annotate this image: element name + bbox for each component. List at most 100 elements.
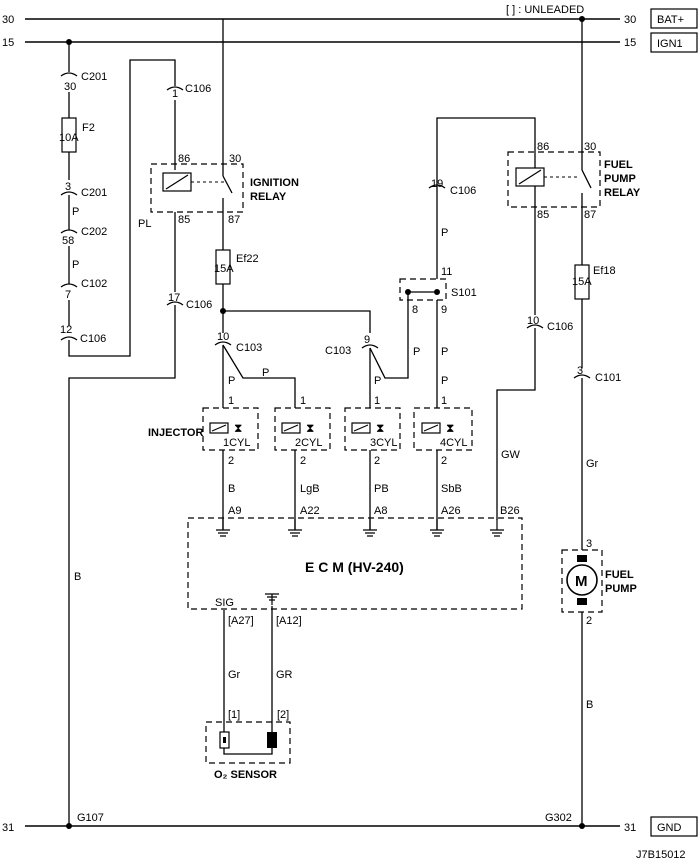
wire-p-col4: P (441, 227, 448, 239)
fuel-pump-pin-2: 2 (586, 615, 592, 627)
c106-left-label: C106 (80, 333, 106, 345)
wire-p-inj1: P (228, 375, 235, 387)
injector-4-pin-top: 1 (441, 395, 447, 407)
ecm-pin-a12: [A12] (276, 615, 302, 627)
fp-relay-label-2: PUMP (604, 173, 636, 185)
wire-gw: GW (501, 449, 521, 461)
wire-lgb: LgB (300, 483, 320, 495)
wire-pb: PB (374, 483, 389, 495)
ign-relay-label-2: RELAY (250, 191, 287, 203)
fp-relay-pin-30: 30 (584, 141, 596, 153)
rail-30-left-label: 30 (2, 14, 14, 26)
rail-31-left-label: 31 (2, 822, 14, 834)
bat-rail: 30 30 BAT+ [ ] : UNLEADED (2, 4, 698, 29)
figure-id: J7B15012 (636, 849, 686, 861)
rail-31-right-label: 31 (624, 822, 636, 834)
o2-pin-2: [2] (277, 709, 289, 721)
fp-relay-pin-85: 85 (537, 209, 549, 221)
wire-p-splice8: P (413, 346, 420, 358)
c106-fp-label: C106 (547, 321, 573, 333)
c106-pin-10: 10 (527, 315, 539, 327)
fuel-pump-motor-icon: M (575, 573, 588, 590)
injector-feeds: 10 C103 P P 9 C103 P P (214, 292, 420, 408)
injector-2-pin-top: 1 (300, 395, 306, 407)
fuse-f2-amp: 10A (59, 132, 79, 144)
c102-pin-7: 7 (65, 289, 71, 301)
injector-1-pin-bottom: 2 (228, 455, 234, 467)
fuel-pump-relay: 86 30 85 87 FUEL PUMP RELAY 10 C106 GW (496, 16, 641, 520)
wire-p-inj4: P (441, 375, 448, 387)
c106-pin-17: 17 (168, 292, 180, 304)
c201-pin-30: 30 (64, 81, 76, 93)
wire-p-inj2: P (262, 367, 269, 379)
injector-nozzle-icon: ⧗ (306, 421, 314, 435)
injector-1-name: 1CYL (223, 437, 251, 449)
ign1-rail: 15 15 IGN1 (2, 32, 698, 53)
ground-rail: 31 31 GND G107 G302 (2, 812, 698, 837)
bat-plus-label: BAT+ (657, 14, 684, 26)
injector-4-pin-bottom: 2 (441, 455, 447, 467)
injector-nozzle-icon: ⧗ (376, 421, 384, 435)
ignition-relay: 1 C106 86 30 85 87 IGNITION RELAY PL 17 … (68, 19, 299, 826)
splice-s101: 11 8 9 S101 P P P 19 C106 (399, 117, 536, 408)
ign-relay-pin-85: 85 (178, 214, 190, 226)
ecm-pin-b26: B26 (500, 505, 520, 517)
o2-sensor-label: O₂ SENSOR (214, 769, 277, 781)
c201-top-label: C201 (81, 71, 107, 83)
o2-sensor: Gr GR [1] [2] O₂ SENSOR (205, 606, 293, 781)
ecm-sig-label: SIG (215, 597, 234, 609)
fuel-pump-label-2: PUMP (605, 583, 637, 595)
fuel-pump-label-1: FUEL (605, 569, 634, 581)
wire-b-ground: B (74, 571, 81, 583)
c202-pin-58: 58 (62, 235, 74, 247)
fp-relay-pin-87: 87 (584, 209, 596, 221)
c106-splice-label: C106 (450, 185, 476, 197)
fp-relay-label-3: RELAY (604, 187, 641, 199)
ign-relay-pin-30: 30 (229, 153, 241, 165)
ground-g302-label: G302 (545, 812, 572, 824)
s101-pin-8: 8 (412, 304, 418, 316)
c103-left-label: C103 (236, 342, 262, 354)
fp-relay-pin-86: 86 (537, 141, 549, 153)
c101-pin-3: 3 (577, 365, 583, 377)
rail-30-right-label: 30 (624, 14, 636, 26)
wire-p-splice9: P (441, 346, 448, 358)
s101-pin-9: 9 (441, 304, 447, 316)
injector-1cyl: ⧗ 1 1CYL 2 B (202, 395, 259, 530)
ign1-label: IGN1 (657, 38, 683, 50)
ign-relay-label-1: IGNITION (250, 177, 299, 189)
c103-pin-10: 10 (217, 331, 229, 343)
ground-g107-label: G107 (77, 812, 104, 824)
fuse-ef18-amp: 15A (572, 276, 592, 288)
ecm-pin-a22: A22 (300, 505, 320, 517)
wire-p-inj3: P (374, 375, 381, 387)
injector-4-name: 4CYL (440, 437, 468, 449)
wire-sbb: SbB (441, 483, 462, 495)
injector-2cyl: ⧗ 1 2CYL 2 LgB (274, 395, 331, 530)
injector-4cyl: ⧗ 1 4CYL 2 SbB (413, 395, 473, 530)
wire-gr-pump: Gr (586, 458, 599, 470)
c202-label: C202 (81, 226, 107, 238)
c106-pin-1: 1 (172, 88, 178, 100)
c201-pin-3: 3 (65, 181, 71, 193)
ecm-pin-a27: [A27] (228, 615, 254, 627)
wire-b-pump: B (586, 699, 593, 711)
injector-3cyl: ⧗ 1 3CYL 2 PB (344, 395, 401, 530)
ign-relay-pin-86: 86 (178, 153, 190, 165)
injector-label: INJECTOR (148, 427, 203, 439)
ecm-pin-a26: A26 (441, 505, 461, 517)
injector-nozzle-icon: ⧗ (234, 421, 242, 435)
wire-gr-gnd: GR (276, 669, 293, 681)
wire-b-inj1: B (228, 483, 235, 495)
unleaded-note: [ ] : UNLEADED (506, 4, 584, 16)
injector-1-pin-top: 1 (228, 395, 234, 407)
injector-3-pin-bottom: 2 (374, 455, 380, 467)
ef18-fuse: Ef18 15A 3 C101 Gr (572, 264, 621, 550)
fp-relay-label-1: FUEL (604, 159, 633, 171)
wire-pl: PL (138, 218, 151, 230)
c201-bottom-label: C201 (81, 187, 107, 199)
fuel-pump-pin-3: 3 (586, 538, 592, 550)
c103-pin-9: 9 (364, 334, 370, 346)
injector-3-pin-top: 1 (374, 395, 380, 407)
